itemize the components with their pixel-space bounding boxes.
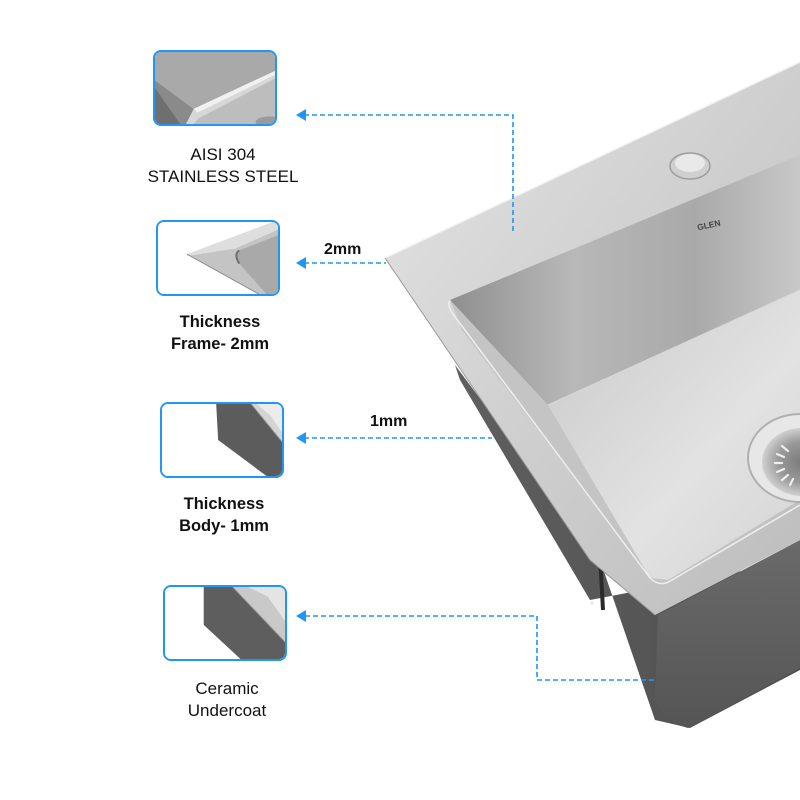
callout-thumbnail-undercoat xyxy=(163,585,287,661)
callout-label-frame-thickness: Thickness Frame- 2mm xyxy=(120,311,320,355)
body-dimension-label: 1mm xyxy=(370,413,408,430)
label-line: Undercoat xyxy=(187,701,267,720)
label-line: Body- 1mm xyxy=(179,517,269,535)
callout-label-body-thickness: Thickness Body- 1mm xyxy=(124,493,324,537)
callout-label-undercoat: Ceramic Undercoat xyxy=(127,678,327,722)
callout-thumbnail-frame-thickness xyxy=(156,220,280,296)
callout-label-material: AISI 304 STAINLESS STEEL xyxy=(123,144,323,188)
tap-hole-cap xyxy=(669,152,711,180)
frame-dimension-label: 2mm xyxy=(324,241,362,258)
label-line: Thickness xyxy=(179,313,261,331)
callout-thumbnail-body-thickness xyxy=(160,402,284,478)
label-line: Frame- 2mm xyxy=(170,335,270,353)
brand-mark: GLEN xyxy=(696,218,721,233)
callout-thumbnail-material xyxy=(153,50,277,126)
sink-basin xyxy=(448,155,800,585)
label-line: STAINLESS STEEL xyxy=(147,167,299,186)
label-line: Thickness xyxy=(183,495,265,513)
label-line: Ceramic xyxy=(195,679,259,698)
label-line: AISI 304 xyxy=(190,145,256,164)
drain-strainer xyxy=(747,413,800,503)
